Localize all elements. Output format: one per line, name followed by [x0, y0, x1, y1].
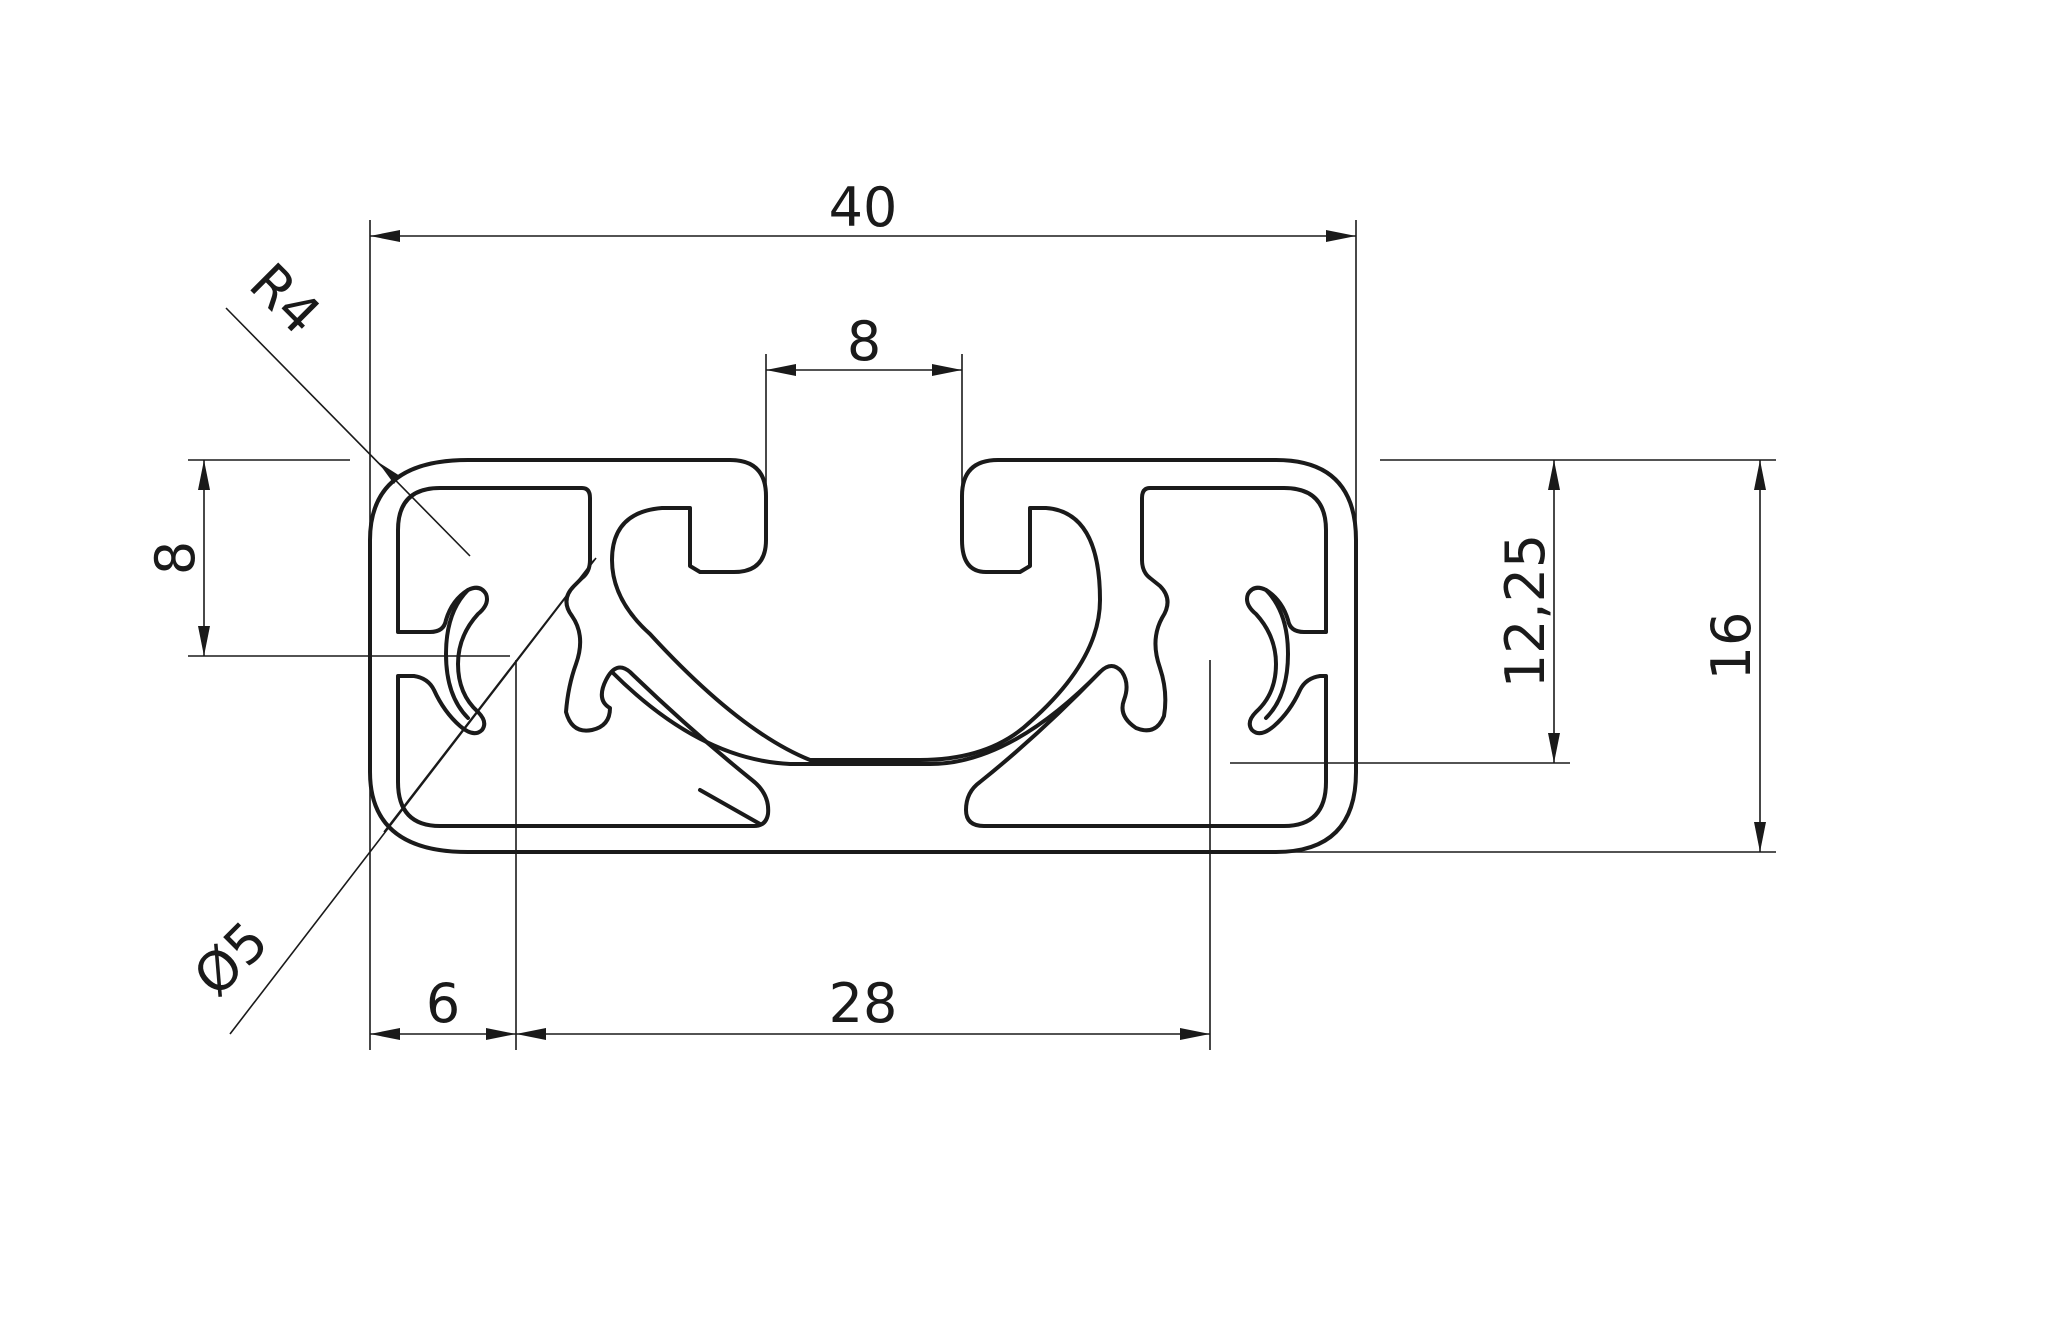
radius-arrow	[378, 462, 400, 484]
width-40-arrow-left	[370, 230, 400, 242]
label-overall-height: 16	[1700, 612, 1763, 681]
height-8-arrow-bottom	[198, 626, 210, 656]
height-8-arrow-top	[198, 460, 210, 490]
height-16-arrow-bottom	[1754, 822, 1766, 852]
dimension-lines	[188, 220, 1776, 1050]
height-16-arrow-top	[1754, 460, 1766, 490]
label-hole-offset: 6	[426, 972, 460, 1035]
dimension-labels: 40 8 8 12,25 16 R4 Ø5 6 28	[144, 176, 1763, 1035]
center-floor	[698, 788, 762, 826]
label-hole-spacing: 28	[829, 972, 898, 1035]
label-inner-height: 12,25	[1494, 534, 1557, 689]
width-40-arrow-right	[1326, 230, 1356, 242]
label-corner-radius: R4	[237, 251, 332, 346]
dim-6-arrow-right	[486, 1028, 516, 1040]
radius-leader	[225, 307, 471, 557]
label-slot-center-height: 8	[144, 541, 207, 575]
right-center-bore	[1264, 588, 1290, 720]
diameter-leader-bore	[383, 559, 595, 833]
height-1225-arrow-bottom	[1548, 733, 1560, 763]
slot-8-arrow-left	[766, 364, 796, 376]
dim-28-arrow-right	[1180, 1028, 1210, 1040]
slot-8-arrow-right	[932, 364, 962, 376]
profile-outer-contour	[368, 458, 1358, 854]
left-cavity	[396, 486, 771, 828]
label-slot-width: 8	[847, 310, 881, 373]
profile-cross-section	[368, 458, 1358, 854]
label-hole-diameter: Ø5	[181, 909, 280, 1008]
label-overall-width: 40	[829, 176, 898, 239]
center-cavity	[610, 670, 1102, 766]
right-cavity	[964, 486, 1328, 828]
dim-28-arrow-left	[516, 1028, 546, 1040]
dim-6-arrow-left	[370, 1028, 400, 1040]
height-1225-arrow-top	[1548, 460, 1560, 490]
left-center-bore	[444, 588, 470, 720]
